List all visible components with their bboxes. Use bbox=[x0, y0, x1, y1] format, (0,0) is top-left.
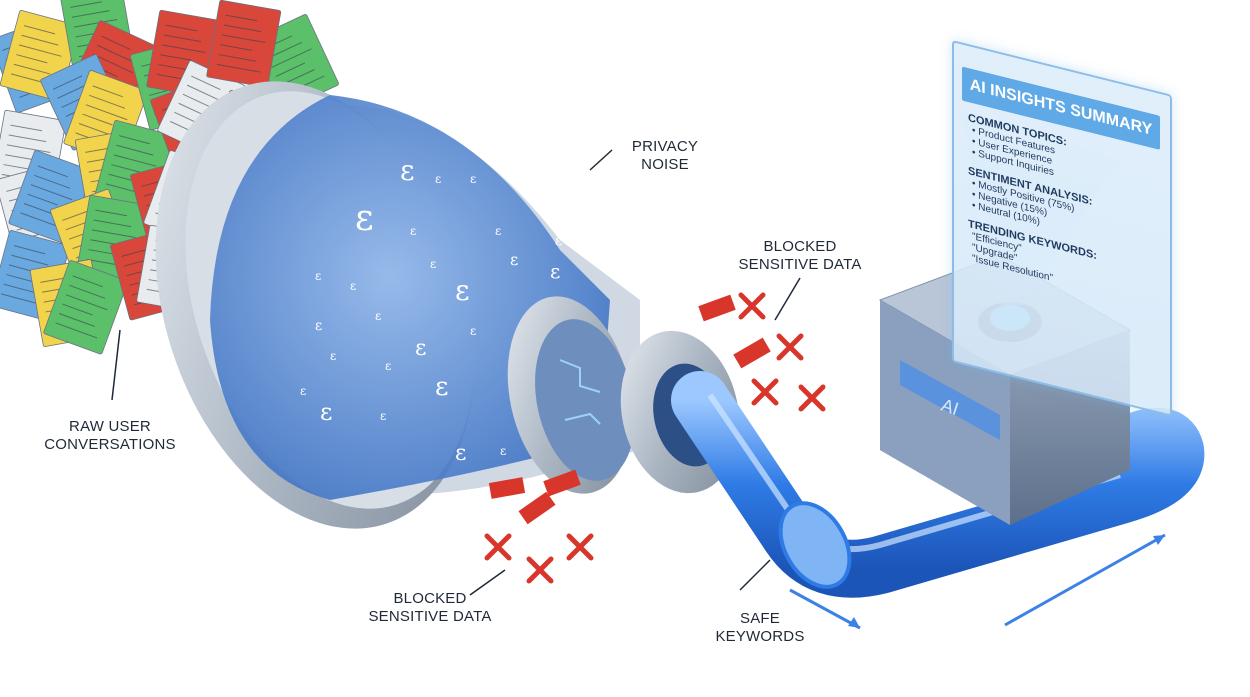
label-noise-line1: PRIVACY bbox=[631, 138, 699, 155]
blocked-x-mark bbox=[484, 533, 512, 561]
label-privacy-noise: PRIVACY NOISE bbox=[625, 138, 705, 174]
epsilon-noise-symbol: ε bbox=[330, 349, 336, 363]
blocked-sensitive-data-markers bbox=[484, 292, 826, 584]
flow-arrow-left bbox=[789, 588, 861, 630]
epsilon-noise-symbol: ε bbox=[470, 122, 483, 152]
epsilon-noise-symbol: ε bbox=[455, 441, 466, 466]
epsilon-noise-symbol: ε bbox=[550, 259, 560, 283]
epsilon-noise-symbol: ε bbox=[415, 336, 426, 361]
epsilon-noise-symbol: ε bbox=[385, 359, 391, 373]
blocked-x-mark bbox=[776, 333, 804, 361]
ai-insights-summary-panel: AI INSIGHTS SUMMARY COMMON TOPICS: • Pro… bbox=[952, 40, 1172, 417]
leader-safe bbox=[739, 559, 771, 591]
epsilon-noise-symbol: ε bbox=[555, 233, 562, 249]
blocked-x-mark bbox=[738, 292, 766, 320]
epsilon-noise-symbol: ε bbox=[570, 185, 578, 204]
epsilon-noise-symbol: ε bbox=[435, 372, 448, 402]
pipe-joint bbox=[778, 501, 852, 589]
epsilon-noise-symbol: ε bbox=[300, 384, 306, 398]
flow-arrow-right bbox=[1004, 533, 1166, 627]
epsilon-noise-symbol: ε bbox=[380, 409, 386, 423]
label-safe-line2: KEYWORDS bbox=[715, 628, 805, 645]
leader-noise bbox=[589, 149, 613, 171]
epsilon-noise-symbol: ε bbox=[510, 250, 518, 269]
label-blocked-sensitive-data-top: BLOCKED SENSITIVE DATA bbox=[735, 238, 865, 274]
epsilon-noise-symbol: ε bbox=[410, 224, 416, 238]
blocked-data-chip bbox=[518, 491, 556, 525]
epsilon-noise-symbol: ε bbox=[315, 269, 321, 283]
ai-engine-glow-strip bbox=[900, 360, 1000, 440]
epsilon-noise-symbol: ε bbox=[435, 172, 441, 186]
leader-blocked-bottom bbox=[469, 569, 506, 596]
flow-arrowhead-right bbox=[1153, 535, 1165, 545]
document-page bbox=[43, 260, 129, 355]
leader-blocked-top bbox=[774, 277, 801, 321]
blocked-x-mark bbox=[526, 556, 554, 584]
ai-engine-label: AI bbox=[939, 395, 961, 419]
label-blocked-top-line2: SENSITIVE DATA bbox=[738, 256, 862, 273]
label-blocked-bottom-line2: SENSITIVE DATA bbox=[368, 608, 492, 625]
label-raw-user-conversations: RAW USER CONVERSATIONS bbox=[40, 418, 180, 454]
safe-keyword-pipe bbox=[671, 371, 1205, 630]
leader-raw bbox=[111, 329, 121, 401]
blocked-x-mark bbox=[751, 378, 779, 406]
label-raw-line1: RAW USER bbox=[69, 418, 151, 435]
blocked-x-mark bbox=[798, 384, 826, 412]
epsilon-noise-symbol: ε bbox=[595, 242, 604, 263]
epsilon-noise-symbol: ε bbox=[430, 257, 436, 271]
label-safe-line1: SAFE bbox=[740, 610, 780, 627]
epsilon-noise-symbol: ε bbox=[400, 154, 415, 187]
label-noise-line2: NOISE bbox=[641, 156, 689, 173]
label-blocked-top-line1: BLOCKED bbox=[763, 238, 837, 255]
epsilon-noise-symbol: ε bbox=[495, 224, 501, 238]
epsilon-noise-symbol: ε bbox=[455, 274, 470, 307]
blocked-x-mark bbox=[566, 533, 594, 561]
epsilon-noise-symbol: ε bbox=[355, 198, 374, 239]
blocked-data-chip bbox=[698, 294, 736, 322]
flow-arrowhead-left bbox=[848, 617, 860, 628]
epsilon-noise-symbol: ε bbox=[350, 279, 356, 293]
label-blocked-bottom-line1: BLOCKED bbox=[393, 590, 467, 607]
epsilon-noise-symbol: ε bbox=[470, 324, 476, 338]
epsilon-noise-symbol: ε bbox=[510, 134, 525, 167]
circuit-traces bbox=[559, 359, 601, 425]
label-safe-keywords: SAFE KEYWORDS bbox=[715, 610, 805, 646]
blocked-data-chip bbox=[488, 477, 526, 499]
epsilon-noise-symbol: ε bbox=[470, 172, 476, 186]
epsilon-noise-symbol: ε bbox=[375, 309, 381, 323]
blocked-data-chip bbox=[543, 469, 581, 497]
label-raw-line2: CONVERSATIONS bbox=[44, 436, 176, 453]
leader-lines bbox=[111, 149, 801, 596]
label-blocked-sensitive-data-bottom: BLOCKED SENSITIVE DATA bbox=[360, 590, 500, 626]
epsilon-noise-symbol: ε bbox=[500, 444, 506, 458]
document-page bbox=[206, 0, 282, 88]
epsilon-noise-symbol: ε bbox=[540, 148, 547, 164]
circuit-filter bbox=[535, 319, 635, 481]
blocked-data-chip bbox=[733, 337, 771, 369]
epsilon-noise-symbol: ε bbox=[320, 398, 332, 426]
epsilon-noise-symbol: ε bbox=[315, 318, 322, 334]
